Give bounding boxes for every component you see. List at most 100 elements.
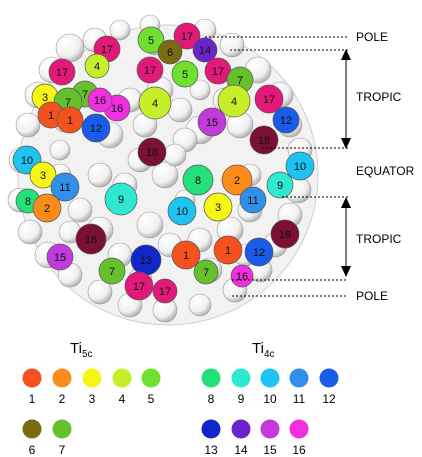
ti-atom-12: [244, 237, 274, 267]
ti-atom-label: 11: [247, 195, 258, 207]
ti-atom-label: 5: [182, 69, 188, 81]
ti-atom-label: 7: [237, 75, 243, 87]
ti-atom-15: [46, 243, 74, 271]
legend-swatch-7: [52, 419, 72, 439]
ti-atom-17: [136, 56, 164, 84]
legend-label-6: 6: [29, 443, 36, 457]
ti-atom-label: 14: [199, 45, 211, 57]
ti-atom-label: 2: [44, 203, 50, 215]
legend-label-15: 15: [263, 443, 277, 457]
legend-swatch-13: [201, 419, 221, 439]
ti-atom-label: 5: [148, 35, 154, 47]
legend-label-10: 10: [263, 392, 277, 406]
ti-atom-label: 10: [176, 206, 188, 218]
ti-atom-label: 3: [42, 92, 48, 104]
white-atom: [219, 32, 245, 58]
legend-ti4c-title: Ti4c: [252, 340, 275, 360]
ti-atom-2: [221, 164, 253, 196]
legend-label-11: 11: [293, 392, 306, 406]
ti-atom-16: [230, 264, 254, 288]
ti-atom-label: 9: [277, 180, 283, 192]
legend-swatch-11: [289, 368, 309, 388]
ti-atom-label: 12: [280, 115, 292, 127]
ti-atom-label: 7: [109, 266, 115, 278]
ti-atom-label: 3: [215, 202, 221, 214]
legend-label-1: 1: [29, 392, 36, 406]
region-tropic-top: TROPIC: [356, 90, 402, 104]
region-tropic-bottom: TROPIC: [356, 232, 402, 246]
ti-atom-label: 12: [90, 123, 102, 135]
ti-atom-label: 13: [140, 255, 152, 267]
ti-atom-5: [137, 26, 165, 54]
ti-atom-label: 8: [195, 175, 201, 187]
ti-atom-6: [157, 39, 183, 65]
white-atom: [167, 97, 193, 123]
white-atom: [49, 139, 71, 161]
ti-atom-15: [197, 107, 227, 137]
legend-swatch-16: [289, 419, 309, 439]
ti-atom-17: [173, 22, 201, 50]
legend-swatch-1: [22, 368, 42, 388]
ti-atom-label: 4: [152, 98, 158, 110]
ti-atom-17: [48, 58, 76, 86]
ti-atom-label: 1: [48, 110, 54, 122]
ti-atom-label: 9: [118, 194, 124, 206]
ti-atom-9: [104, 182, 138, 216]
ti-atom-label: 17: [159, 286, 171, 298]
legend-swatch-4: [112, 368, 132, 388]
ti-atom-8: [182, 164, 214, 196]
ti-atom-label: 7: [65, 97, 71, 109]
ti-atom-7: [193, 259, 219, 285]
white-atom: [55, 33, 85, 63]
ti-atom-7: [98, 257, 126, 285]
ti-atom-label: 12: [253, 247, 265, 259]
legend-swatch-3: [82, 368, 102, 388]
white-atom: [151, 161, 179, 189]
ti-atom-label: 1: [183, 250, 189, 262]
ti-atom-4: [217, 84, 251, 118]
legend-swatch-6: [22, 419, 42, 439]
ti-atom-17: [254, 84, 284, 114]
ti-atom-10: [167, 196, 197, 226]
ti-atom-label: 1: [225, 245, 231, 257]
legend-ti5c-sub: 5c: [82, 349, 93, 360]
ti-atom-18: [75, 223, 107, 255]
ti-atom-label: 17: [101, 44, 113, 56]
ti-atom-5: [171, 60, 199, 88]
ti-atom-12: [81, 113, 111, 143]
legend-swatch-5: [141, 368, 161, 388]
tropic-bottom-arrowhead-up: [341, 197, 351, 208]
ti-atom-12: [272, 106, 300, 134]
white-atom: [17, 219, 43, 245]
ti-atom-label: 17: [56, 67, 68, 79]
ti-atom-1: [56, 106, 84, 134]
legend-label-12: 12: [322, 392, 336, 406]
legend-ti5c-title: Ti5c: [70, 340, 93, 360]
ti-atom-3: [29, 161, 57, 189]
legend-label-8: 8: [208, 392, 215, 406]
ti-atom-label: 2: [234, 175, 240, 187]
legend-swatch-8: [201, 368, 221, 388]
legend-label-5: 5: [148, 392, 155, 406]
ti-atom-label: 7: [82, 89, 88, 101]
ti-atom-4: [138, 86, 172, 120]
ti-atom-4: [84, 53, 110, 79]
ti-atom-14: [192, 37, 218, 63]
tropic-bottom-arrowhead-down: [341, 266, 351, 277]
legend-swatch-12: [319, 368, 339, 388]
white-atom: [67, 197, 93, 223]
ti-atom-label: 11: [59, 182, 70, 194]
region-pole-bottom: POLE: [356, 289, 388, 303]
legend-swatch-15: [260, 419, 280, 439]
ti-atom-label: 3: [40, 170, 46, 182]
ti-atom-17: [124, 271, 154, 301]
legend-label-9: 9: [238, 392, 245, 406]
ti-atom-2: [32, 193, 62, 223]
ti-atom-label: 8: [25, 196, 31, 208]
ti-atom-16: [87, 87, 113, 113]
white-atom: [163, 143, 187, 167]
